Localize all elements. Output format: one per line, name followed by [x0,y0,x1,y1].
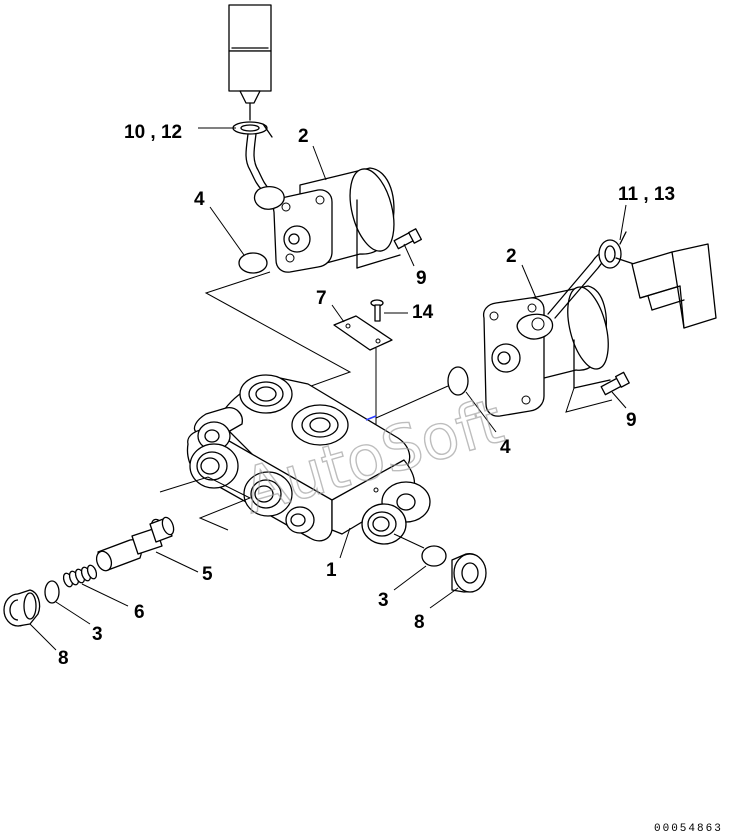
leader-2-upper [312,145,327,181]
plug-8-left [3,589,41,627]
callout-7: 7 [316,288,327,309]
callout-4-right: 4 [500,437,511,458]
callout-8-left: 8 [58,648,69,669]
assembly-guide-upper [204,271,352,391]
callout-5: 5 [202,564,213,585]
callout-2-right: 2 [506,246,517,267]
solenoid-coil-right [482,285,611,417]
assembly-guide-left [159,476,252,531]
spool-5 [95,516,175,572]
callout-1: 1 [326,560,337,581]
o-ring-3-left [44,580,60,604]
callout-3-right: 3 [378,590,389,611]
callout-6: 6 [134,602,145,623]
valve-body-1 [186,374,431,545]
spring-6 [62,564,98,588]
solenoid-upper [228,4,422,273]
assembly-guide-right-body [375,385,449,419]
callout-3-left: 3 [92,624,103,645]
callout-11-13: 11 , 13 [618,184,675,205]
callout-8-right: 8 [414,612,425,633]
o-ring-3-right [421,545,447,567]
callout-2-upper: 2 [298,126,309,147]
plug-8-right [451,553,487,593]
connector-right [631,243,717,329]
callout-9-upper: 9 [416,268,427,289]
bolt-9-right [600,371,630,396]
leader-1 [339,527,351,559]
solenoid-right [482,231,717,417]
leader-2-right [521,264,537,299]
assembly-guide-right [565,387,613,413]
leader-11-13 [619,204,627,241]
callout-10-12: 10 , 12 [124,122,182,143]
callout-14: 14 [412,302,434,323]
screw-14 [370,299,384,322]
solenoid-coil-upper [253,167,401,273]
connector-upper [228,4,272,121]
wire-clamp-right [598,231,627,269]
bolt-9-upper [393,228,422,250]
document-number: 00054863 [654,823,723,835]
o-ring-4-upper [238,252,268,274]
callout-4-upper: 4 [194,189,205,210]
name-plate-7 [333,315,393,351]
callout-9-right: 9 [626,410,637,431]
wire-clamp-upper [232,121,273,138]
o-ring-4-right [447,366,469,396]
